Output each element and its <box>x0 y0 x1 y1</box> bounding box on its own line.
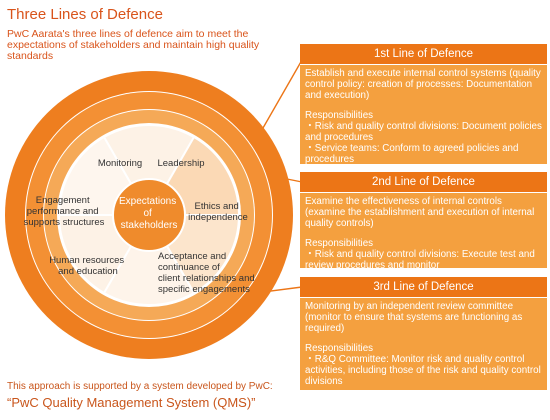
segment-label-monitoring: Monitoring <box>98 158 142 169</box>
panel-first-line-body: Establish and execute internal control s… <box>300 65 547 170</box>
panel-second-line-title: 2nd Line of Defence <box>300 172 547 193</box>
panel-first-line-responsibility-1: ・Risk and quality control divisions: Doc… <box>305 120 542 144</box>
panel-third-line: 3rd Line of Defence Monitoring by an ind… <box>300 277 547 390</box>
panel-first-line-description: Establish and execute internal control s… <box>305 68 541 102</box>
panel-second-line-description: Examine the effectiveness of internal co… <box>305 196 535 230</box>
segment-monitoring <box>102 124 196 217</box>
panel-third-line-title: 3rd Line of Defence <box>300 277 547 298</box>
panel-third-line-responsibility-1: ・R&Q Committee: Monitor risk and quality… <box>305 353 541 388</box>
segment-label-human-resources-line-2: and education <box>58 266 118 277</box>
segment-label-acceptance-line-4: specific engagements <box>158 284 250 295</box>
page-subtitle: PwC Aarata's three lines of defence aim … <box>7 28 260 62</box>
panel-first-line-responsibilities-label: Responsibilities <box>305 109 374 121</box>
page-title: Three Lines of Defence <box>7 6 163 23</box>
panel-third-line-body: Monitoring by an independent review comm… <box>300 298 547 391</box>
segment-label-engagement-line-3: supports structures <box>24 217 105 228</box>
connector-line-1 <box>262 59 303 129</box>
center-label-line-2: of <box>143 208 152 219</box>
segment-label-ethics-line-2: independence <box>188 212 248 223</box>
segment-label-ethics: Ethics and independence <box>188 201 248 223</box>
center-label-line-3: stakeholders <box>121 220 178 231</box>
segment-acceptance <box>102 213 196 306</box>
panel-first-line-responsibility-2: ・Service teams: Conform to agreed polici… <box>305 143 519 166</box>
panel-third-line-responsibilities-label: Responsibilities <box>305 342 374 354</box>
segment-label-ethics-line-1: Ethics and <box>194 201 238 212</box>
panel-second-line-body: Examine the effectiveness of internal co… <box>300 193 547 275</box>
panel-first-line: 1st Line of Defence Establish and execut… <box>300 44 547 165</box>
segment-label-acceptance: Acceptance and continuance of client rel… <box>158 251 257 295</box>
center-label: Expectations of stakeholders <box>119 196 179 231</box>
segment-label-acceptance-line-3: client relationships and <box>158 273 255 284</box>
segment-label-leadership-line-1: Leadership <box>157 158 204 169</box>
footer-note: This approach is supported by a system d… <box>7 381 273 392</box>
panel-second-line: 2nd Line of Defence Examine the effectiv… <box>300 172 547 271</box>
segment-label-engagement: Engagement performance and supports stru… <box>24 195 105 228</box>
panel-second-line-responsibility-1: ・Risk and quality control divisions: Exe… <box>305 248 535 272</box>
panel-first-line-title: 1st Line of Defence <box>300 44 547 65</box>
segments-group <box>57 124 241 306</box>
center-circle <box>112 178 186 252</box>
panel-second-line-responsibilities-label: Responsibilities <box>305 237 374 249</box>
segment-label-acceptance-line-2: continuance of <box>158 262 220 273</box>
footer-system-name: “PwC Quality Management System (QMS)” <box>7 395 256 410</box>
segment-label-acceptance-line-1: Acceptance and <box>158 251 226 262</box>
segment-label-monitoring-line-1: Monitoring <box>98 158 142 169</box>
segment-label-human-resources-line-1: Human resources <box>49 255 124 266</box>
segment-label-engagement-line-2: performance and <box>27 206 99 217</box>
panel-third-line-description: Monitoring by an independent review comm… <box>305 301 523 335</box>
segment-label-leadership: Leadership <box>157 158 204 169</box>
center-label-line-1: Expectations <box>119 196 176 207</box>
segment-label-engagement-line-1: Engagement <box>36 195 90 206</box>
segment-label-human-resources: Human resources and education <box>49 255 127 277</box>
